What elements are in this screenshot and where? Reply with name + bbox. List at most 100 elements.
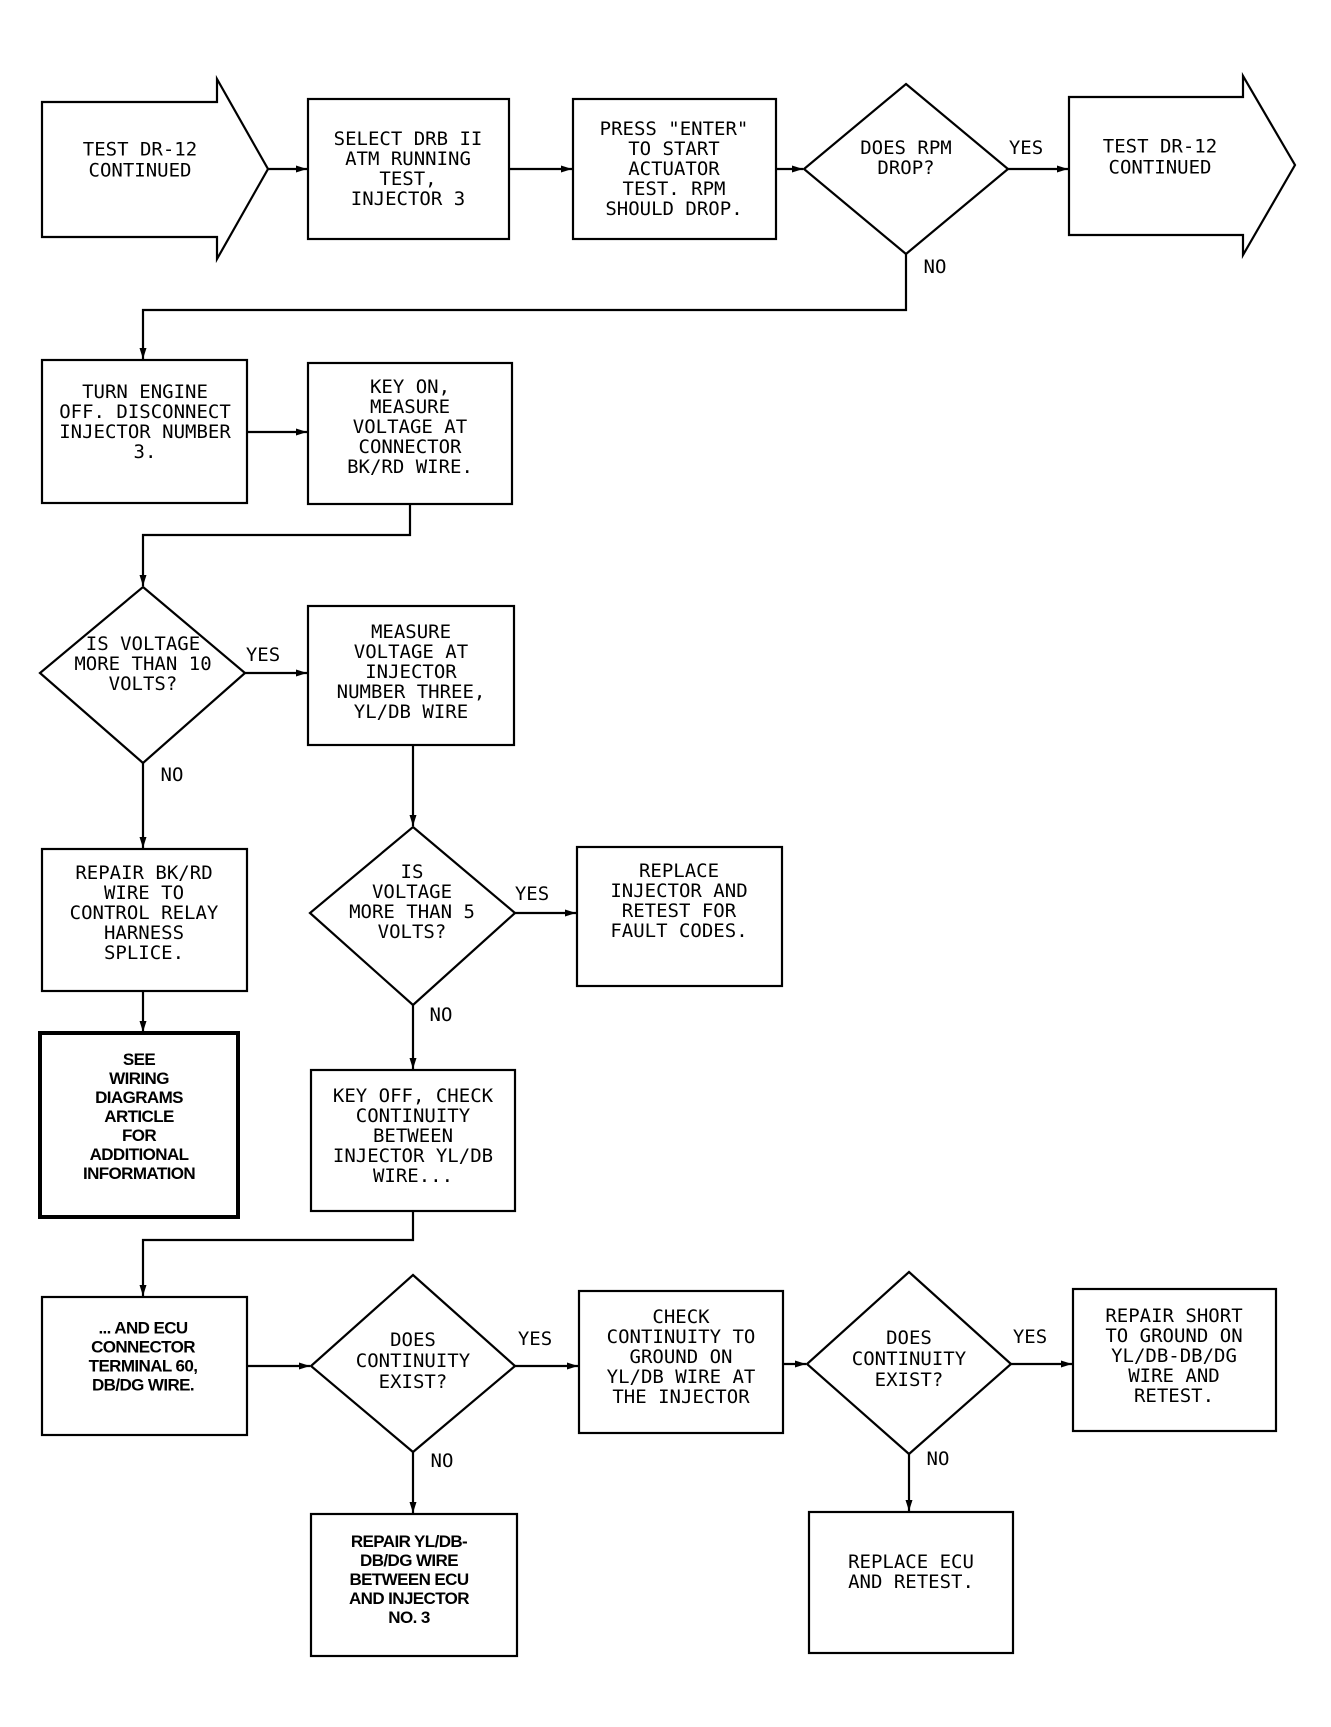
node-text-line: WIRE AND bbox=[1128, 1365, 1220, 1387]
node-text-line: INFORMATION bbox=[83, 1164, 195, 1183]
node-text-line: REPAIR SHORT bbox=[1105, 1305, 1242, 1327]
node-text-line: CONNECTOR bbox=[91, 1338, 195, 1357]
node-text-line: 3. bbox=[134, 441, 157, 463]
start-arrow-shape bbox=[40, 74, 270, 264]
cont2-yes-label: YES bbox=[1013, 1326, 1047, 1348]
node-text-line: NO. 3 bbox=[388, 1608, 430, 1627]
node-text-line: KEY OFF, CHECK bbox=[333, 1085, 494, 1107]
node-text-line: VOLTS? bbox=[109, 673, 178, 695]
node-text-line: BETWEEN bbox=[373, 1125, 453, 1147]
rpm-no-label: NO bbox=[924, 256, 947, 278]
node-text-line: RETEST FOR bbox=[622, 900, 737, 922]
node-text-line: REPLACE ECU bbox=[848, 1551, 974, 1573]
volt5-no-label: NO bbox=[430, 1004, 453, 1026]
repair-short-box bbox=[1071, 1287, 1278, 1433]
node-text-line: DIAGRAMS bbox=[95, 1088, 183, 1107]
check-ground-box bbox=[577, 1289, 785, 1435]
node-text-line: VOLTAGE AT bbox=[353, 416, 467, 438]
repair-yldb-box bbox=[309, 1512, 519, 1658]
volt10-no-label: NO bbox=[161, 764, 184, 786]
node-text-line: NUMBER THREE, bbox=[337, 681, 486, 703]
node-text-line: CONTINUITY TO bbox=[607, 1326, 756, 1348]
node-text-line: YL/DB WIRE bbox=[354, 701, 468, 723]
node-text-line: AND INJECTOR bbox=[349, 1589, 469, 1608]
replace-inj-box bbox=[575, 845, 784, 988]
key-on-box bbox=[306, 361, 514, 506]
node-text-line: DB/DG WIRE. bbox=[92, 1376, 194, 1395]
node-text-line: VOLTAGE bbox=[372, 881, 452, 903]
edge-keyon-to-volt10 bbox=[139, 504, 412, 586]
volt5-yes-label: YES bbox=[515, 883, 549, 905]
node-text-line: INJECTOR YL/DB bbox=[333, 1145, 493, 1167]
node-text-line: KEY ON, bbox=[370, 376, 450, 398]
node-text-line: CONTINUED bbox=[89, 160, 192, 182]
node-text-line: PRESS "ENTER" bbox=[600, 118, 749, 140]
node-text-line: DOES bbox=[390, 1329, 436, 1351]
node-text-line: REPAIR BK/RD bbox=[75, 862, 212, 884]
node-text-line: CONTROL RELAY bbox=[70, 902, 219, 924]
node-text-line: FAULT CODES. bbox=[610, 920, 747, 942]
node-text-line: WIRE... bbox=[373, 1165, 453, 1187]
node-text-line: CONTINUITY bbox=[356, 1350, 471, 1372]
node-text-line: ARTICLE bbox=[104, 1107, 174, 1126]
node-text-line: TO START bbox=[628, 138, 720, 160]
node-text-line: SHOULD DROP. bbox=[605, 198, 742, 220]
node-text-line: VOLTAGE AT bbox=[354, 641, 468, 663]
volt10-yes-label: YES bbox=[246, 644, 280, 666]
node-text-line: TURN ENGINE bbox=[82, 381, 208, 403]
node-text-line: WIRE TO bbox=[104, 882, 184, 904]
press-enter-box bbox=[571, 97, 778, 241]
node-text-line: TEST, bbox=[379, 168, 436, 190]
node-text-line: YL/DB WIRE AT bbox=[607, 1366, 756, 1388]
node-text-line: OFF. DISCONNECT bbox=[59, 401, 231, 423]
node-text-line: TEST DR-12 bbox=[83, 139, 197, 161]
edge-keyoff-to-ecu bbox=[139, 1211, 415, 1296]
node-text-line: REPAIR YL/DB- bbox=[351, 1532, 467, 1551]
node-text-line: INJECTOR 3 bbox=[351, 188, 465, 210]
ecu-conn-box bbox=[40, 1295, 249, 1437]
key-off-box bbox=[309, 1068, 517, 1213]
node-text-line: GROUND ON bbox=[630, 1346, 733, 1368]
node-text-line: FOR bbox=[122, 1126, 156, 1145]
node-text-line: RETEST. bbox=[1134, 1385, 1214, 1407]
node-text-line: MORE THAN 10 bbox=[74, 653, 211, 675]
node-text-line: CONNECTOR bbox=[359, 436, 463, 458]
node-text-line: CONTINUITY bbox=[852, 1348, 967, 1370]
node-text-line: MEASURE bbox=[371, 621, 451, 643]
node-text-line: CHECK bbox=[652, 1306, 710, 1328]
node-text-line: CONTINUED bbox=[1109, 157, 1212, 179]
node-text-line: IS bbox=[401, 861, 424, 883]
node-text-line: EXIST? bbox=[875, 1369, 944, 1391]
node-text-line: TEST DR-12 bbox=[1103, 136, 1217, 158]
node-text-line: REPLACE bbox=[639, 860, 719, 882]
see-wiring-box bbox=[38, 1031, 240, 1219]
node-text-line: TERMINAL 60, bbox=[89, 1357, 198, 1376]
node-text-line: INJECTOR AND bbox=[610, 880, 747, 902]
edge-rpm-no bbox=[139, 254, 908, 359]
repair-bkrd-box bbox=[40, 847, 249, 993]
node-text-line: VOLTS? bbox=[378, 921, 447, 943]
node-text-line: HARNESS bbox=[104, 922, 184, 944]
node-text-line: ACTUATOR bbox=[628, 158, 720, 180]
node-text-line: ... AND ECU bbox=[98, 1319, 187, 1338]
node-text-line: MEASURE bbox=[370, 396, 450, 418]
measure-inj-box bbox=[306, 604, 516, 747]
replace-ecu-box bbox=[807, 1510, 1015, 1655]
node-text-line: DROP? bbox=[877, 157, 934, 179]
node-text-line: CONTINUITY bbox=[356, 1105, 471, 1127]
